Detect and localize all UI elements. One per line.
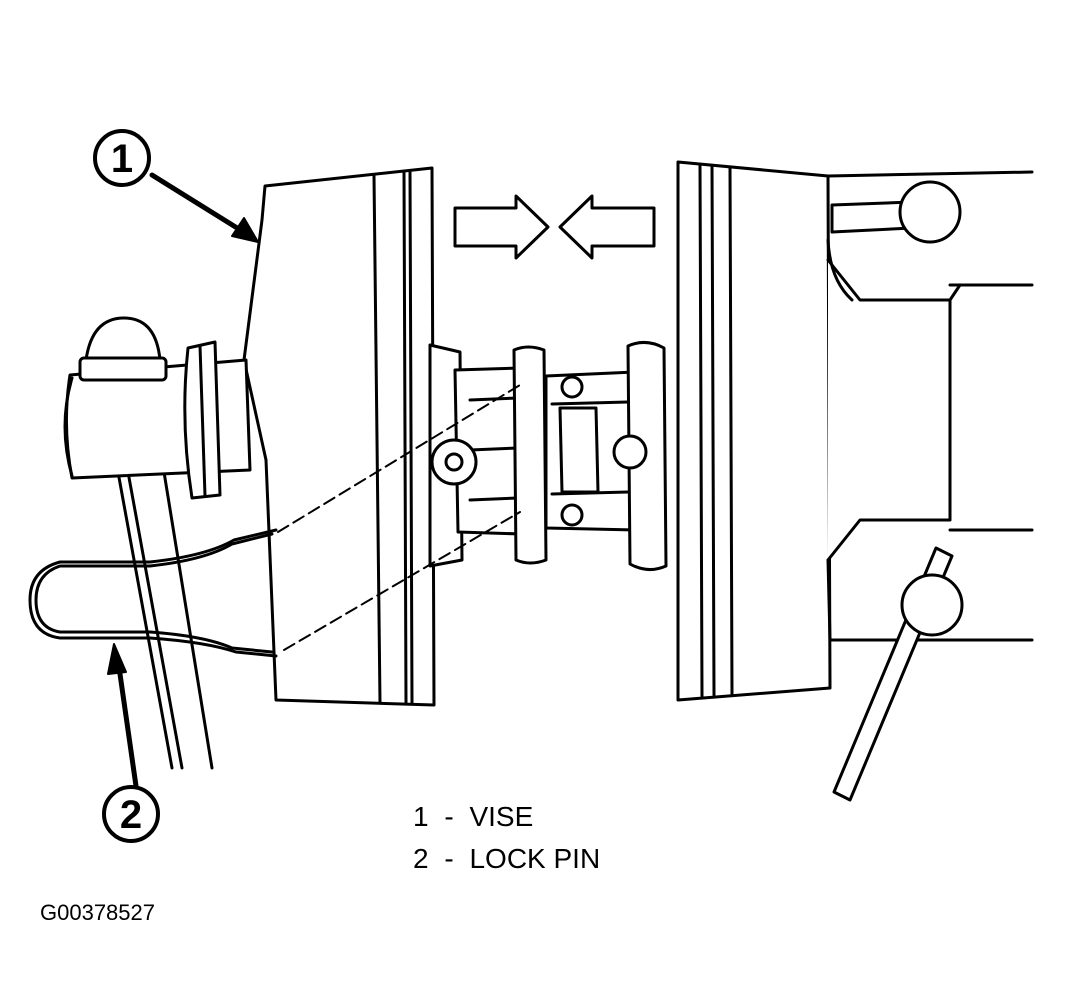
right-vise-handle-upper — [830, 180, 962, 244]
lock-pin — [28, 528, 278, 658]
legend: 1 - VISE 2 - LOCK PIN — [413, 801, 600, 874]
legend-item-1-separator: - — [444, 801, 453, 832]
right-vise-jaw — [676, 160, 1034, 702]
right-vise-handle-lower — [832, 546, 964, 802]
callout-1: 1 — [93, 129, 259, 243]
left-vise-jaw — [242, 166, 436, 707]
legend-item-2: 2 - LOCK PIN — [413, 843, 600, 874]
legend-item-1-number: 1 — [413, 801, 429, 832]
legend-item-1: 1 - VISE — [413, 801, 533, 832]
legend-item-2-separator: - — [444, 843, 453, 874]
callout-2-number: 2 — [120, 793, 142, 837]
legend-item-2-label: LOCK PIN — [469, 843, 600, 874]
figure-id: G00378527 — [40, 900, 155, 925]
lock-pin-install-path — [277, 384, 521, 651]
callout-2: 2 — [102, 643, 160, 843]
squeeze-arrow-left — [558, 194, 656, 260]
squeeze-arrow-right — [453, 194, 550, 260]
center-assembly — [428, 341, 668, 571]
legend-item-2-number: 2 — [413, 843, 429, 874]
legend-item-1-label: VISE — [469, 801, 533, 832]
callout-1-number: 1 — [111, 137, 133, 181]
left-vise-spindle — [63, 316, 252, 770]
